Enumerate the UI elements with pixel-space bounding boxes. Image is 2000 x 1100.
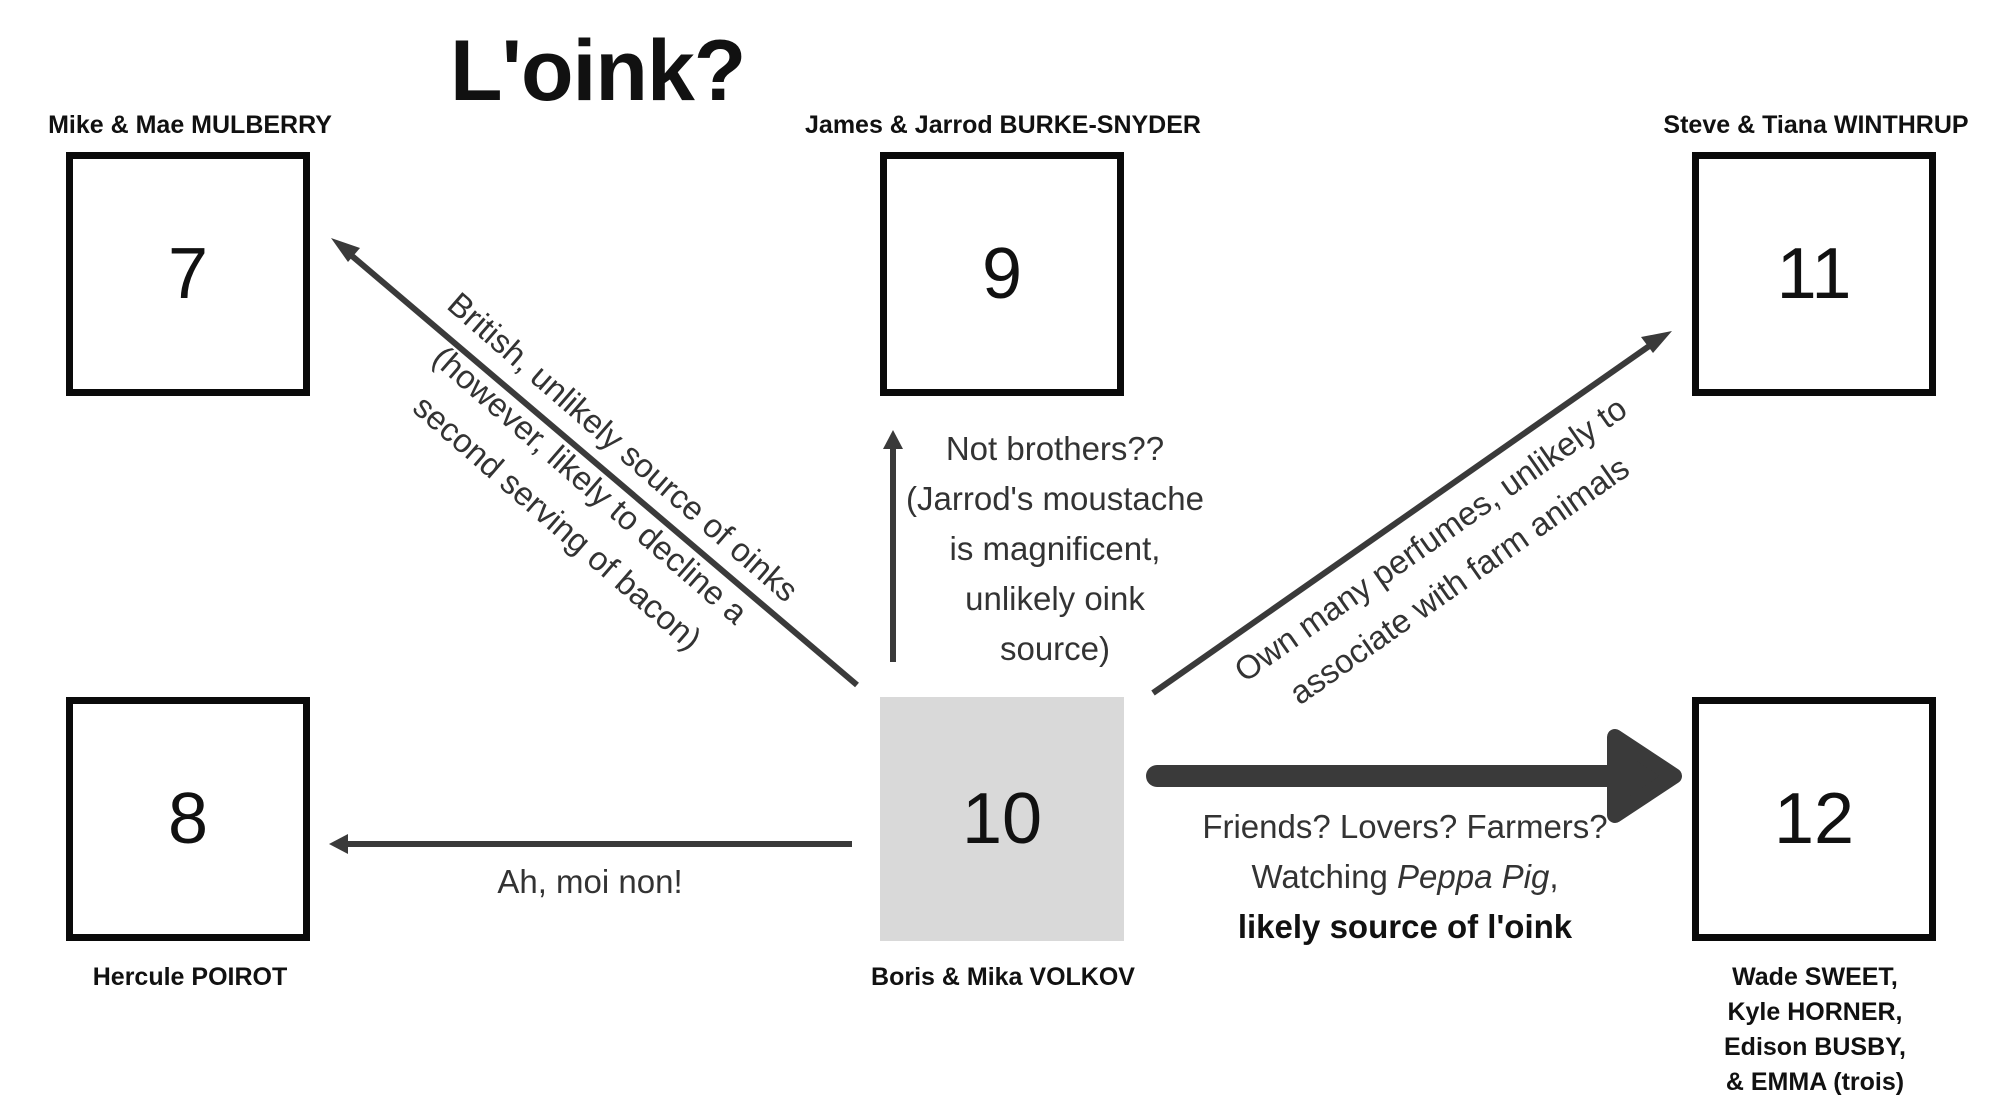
show-title: Peppa Pig (1397, 858, 1550, 895)
arrow-to-room-12 (1146, 729, 1682, 823)
room-9-box: 9 (880, 152, 1124, 396)
note-line: is magnificent, (949, 530, 1161, 567)
room-12-occupant: Edison BUSBY, (1724, 1033, 1906, 1061)
note-room-12: Friends? Lovers? Farmers? Watching Peppa… (1155, 802, 1655, 952)
room-11-box: 11 (1692, 152, 1936, 396)
note-line: unlikely oink (965, 580, 1145, 617)
room-8-box: 8 (66, 697, 310, 941)
note-conclusion: likely source of l'oink (1237, 908, 1573, 945)
arrow-to-room-7 (331, 238, 859, 688)
arrow-to-room-9 (883, 430, 903, 662)
room-8-number: 8 (167, 779, 209, 859)
room-8-occupants: Hercule POIROT (92, 963, 288, 991)
room-12-occupant: Kyle HORNER, (1727, 998, 1903, 1026)
note-line: Friends? Lovers? Farmers? (1202, 808, 1608, 845)
page-title: L'oink? (450, 23, 746, 119)
note-line: Not brothers?? (945, 430, 1165, 467)
note-text: Watching (1251, 858, 1398, 895)
note-text: , (1549, 858, 1559, 895)
room-12-number: 12 (1773, 779, 1855, 859)
room-11-number: 11 (1776, 234, 1852, 314)
room-12-occupants: Wade SWEET, Kyle HORNER, Edison BUSBY, &… (1700, 960, 1930, 1100)
note-line: Watching Peppa Pig, (1155, 852, 1655, 902)
note-line: source) (999, 630, 1111, 667)
room-10-box: 10 (880, 697, 1124, 941)
room-11-occupants: Steve & Tiana WINTHRUP (1663, 111, 1969, 139)
note-room-8: Ah, moi non! (497, 863, 683, 900)
room-12-box: 12 (1692, 697, 1936, 941)
room-12-occupant: Wade SWEET, (1732, 963, 1898, 991)
note-room-9: Not brothers?? (Jarrod's moustache is ma… (905, 424, 1205, 674)
room-7-number: 7 (167, 234, 209, 314)
note-line: (Jarrod's moustache (906, 480, 1204, 517)
arrow-to-room-8 (329, 834, 852, 854)
room-10-occupants: Boris & Mika VOLKOV (871, 963, 1135, 991)
room-12-occupant: & EMMA (trois) (1725, 1068, 1905, 1096)
arrow-to-room-11 (1151, 331, 1672, 696)
room-7-box: 7 (66, 152, 310, 396)
room-9-number: 9 (981, 234, 1023, 314)
room-9-occupants: James & Jarrod BURKE-SNYDER (805, 111, 1201, 139)
room-7-occupants: Mike & Mae MULBERRY (48, 111, 332, 139)
room-10-number: 10 (961, 779, 1043, 859)
